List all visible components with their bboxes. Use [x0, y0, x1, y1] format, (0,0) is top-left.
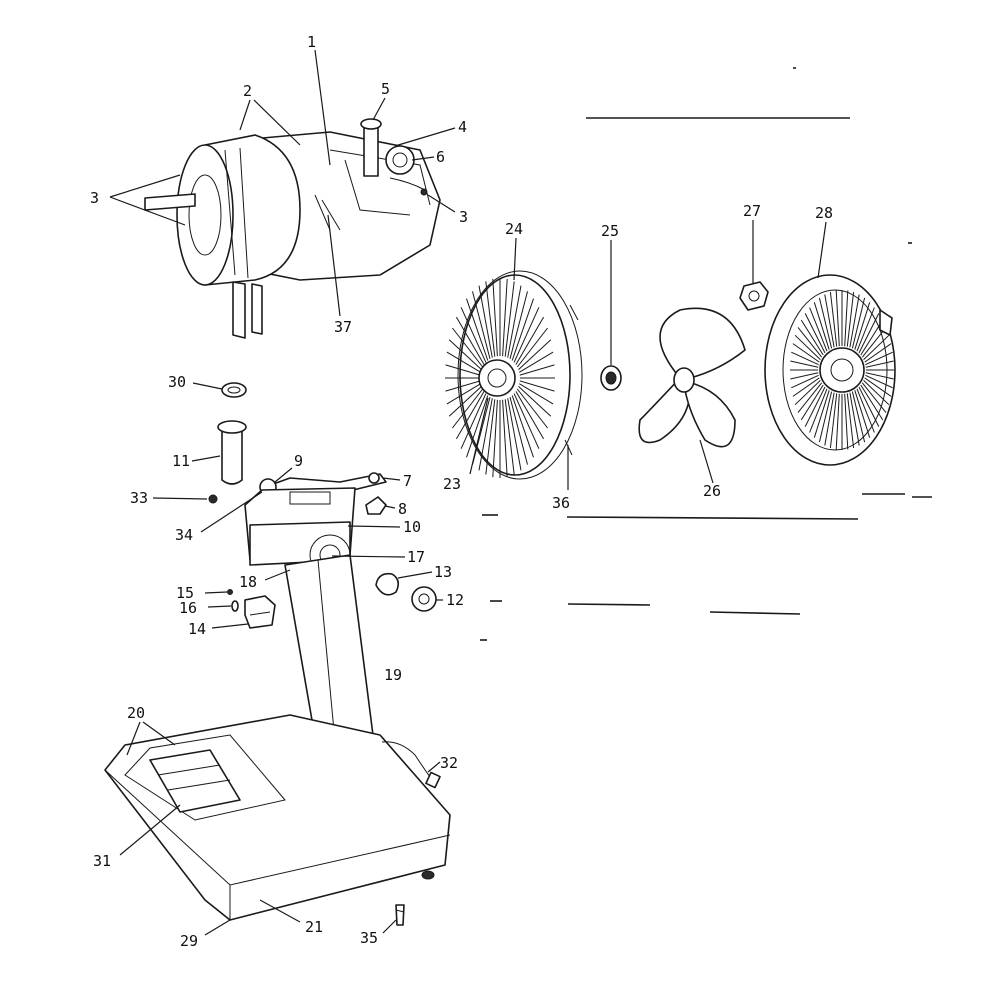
callout-1: 1	[307, 33, 316, 51]
callout-9: 9	[294, 452, 303, 470]
callout-24: 24	[505, 220, 523, 238]
callout-8: 8	[398, 500, 407, 518]
motor-front-cover	[176, 144, 234, 286]
motor-shaft	[144, 193, 196, 211]
guard-badge-23	[478, 359, 516, 397]
callout-12: 12	[446, 591, 464, 609]
callout-28: 28	[815, 204, 833, 222]
spinner-25	[600, 365, 622, 391]
callout-7: 7	[403, 472, 412, 490]
callout-3: 3	[90, 189, 99, 207]
callout-11: 11	[172, 452, 190, 470]
small-parts	[208, 382, 437, 629]
gear-6	[385, 145, 415, 175]
callout-3b: 3	[459, 208, 468, 226]
rule-lines	[480, 67, 932, 641]
callout-29: 29	[180, 932, 198, 950]
rear-guard-28	[764, 274, 896, 466]
callout-18: 18	[239, 573, 257, 591]
callout-27: 27	[743, 202, 761, 220]
callout-32: 32	[440, 754, 458, 772]
callout-21: 21	[305, 918, 323, 936]
callout-33: 33	[130, 489, 148, 507]
callout-5: 5	[381, 80, 390, 98]
callout-13: 13	[434, 563, 452, 581]
callout-30: 30	[168, 373, 186, 391]
callout-17: 17	[407, 548, 425, 566]
callout-20: 20	[127, 704, 145, 722]
callout-10: 10	[403, 518, 421, 536]
callout-2: 2	[243, 82, 252, 100]
callout-19: 19	[384, 666, 402, 684]
callout-35: 35	[360, 929, 378, 947]
nut-27	[739, 281, 769, 311]
callout-15: 15	[176, 584, 194, 602]
fan-blade-26	[638, 307, 746, 448]
fan-stand	[104, 487, 451, 926]
callout-4: 4	[458, 118, 467, 136]
motor-assembly	[144, 118, 441, 339]
screw-3b	[420, 188, 428, 196]
front-guard	[445, 270, 583, 480]
callout-6: 6	[436, 148, 445, 166]
callout-25: 25	[601, 222, 619, 240]
callout-34: 34	[175, 526, 193, 544]
leader-lines	[109, 49, 827, 936]
callout-26: 26	[703, 482, 721, 500]
callout-16: 16	[179, 599, 197, 617]
callout-31: 31	[93, 852, 111, 870]
callout-23: 23	[443, 475, 461, 493]
callout-labels: 1 2 3 3 4 5 6 7 8 9 10 11 12 13 14 15 16…	[90, 33, 833, 950]
callout-36: 36	[552, 494, 570, 512]
callout-37: 37	[334, 318, 352, 336]
gear-shaft-5	[363, 127, 379, 177]
callout-14: 14	[188, 620, 206, 638]
